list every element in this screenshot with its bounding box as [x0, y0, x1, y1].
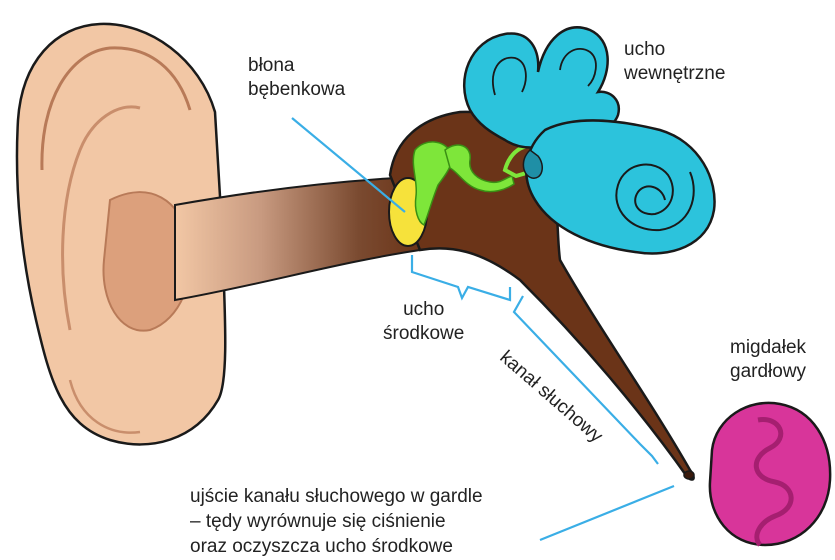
inner-ear-label-line-1: ucho	[624, 38, 725, 62]
inner-ear-label: ucho wewnętrzne	[624, 38, 725, 86]
middle-ear-label-line-1: ucho	[383, 298, 464, 322]
tube-opening-label-line-2: – tędy wyrównuje się ciśnienie	[190, 509, 483, 534]
eardrum-label: błona bębenkowa	[248, 54, 345, 102]
eardrum-label-line-2: bębenkowa	[248, 78, 345, 102]
middle-ear-label: ucho środkowe	[383, 298, 464, 346]
adenoid-body	[710, 403, 830, 545]
adenoid-label-line-2: gardłowy	[730, 360, 806, 384]
tube-opening-end	[684, 471, 694, 479]
middle-ear-label-line-2: środkowe	[383, 322, 464, 346]
adenoid-label: migdałek gardłowy	[730, 336, 806, 384]
eardrum-label-line-1: błona	[248, 54, 345, 78]
tube-opening-label-line-3: oraz oczyszcza ucho środkowe	[190, 534, 483, 559]
tube-opening-pointer	[540, 486, 674, 540]
tube-opening-label-line-1: ujście kanału słuchowego w gardle	[190, 484, 483, 509]
adenoid-label-line-1: migdałek	[730, 336, 806, 360]
adenoid	[710, 403, 830, 545]
tube-opening-label: ujście kanału słuchowego w gardle – tędy…	[190, 484, 483, 559]
inner-ear-label-line-2: wewnętrzne	[624, 62, 725, 86]
